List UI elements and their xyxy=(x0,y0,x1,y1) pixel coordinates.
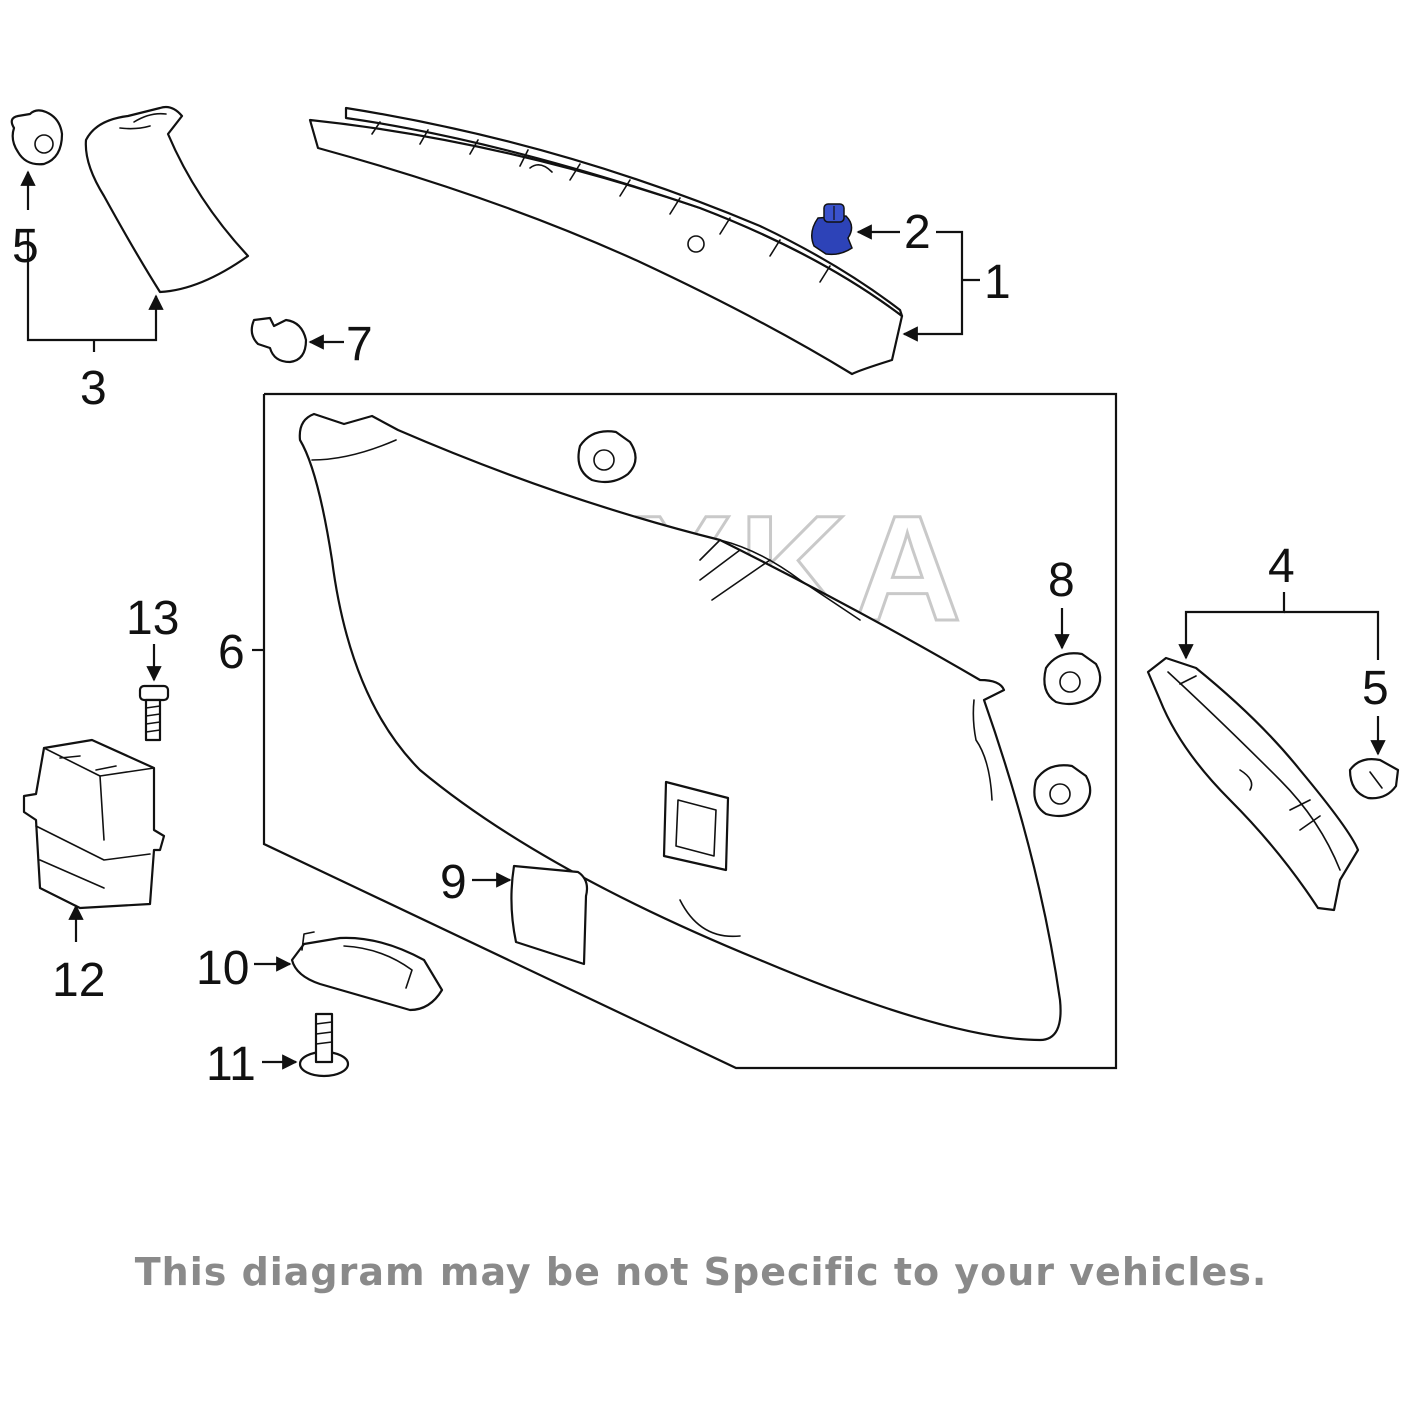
garnish-trim-icon[interactable] xyxy=(308,106,904,376)
callout-4: 4 xyxy=(1268,540,1295,593)
clip-icon[interactable] xyxy=(10,109,64,166)
liftgate-panel-icon[interactable] xyxy=(298,412,1062,1042)
callout-8: 8 xyxy=(1048,554,1075,607)
callout-13: 13 xyxy=(126,592,179,645)
group-frame xyxy=(262,392,1118,1070)
grommet-icon[interactable] xyxy=(577,430,637,484)
cover-icon[interactable] xyxy=(510,864,589,966)
callout-2: 2 xyxy=(904,206,931,259)
callout-6: 6 xyxy=(218,626,245,679)
callout-5-right: 5 xyxy=(1362,662,1389,715)
callout-9: 9 xyxy=(440,856,467,909)
lamp-icon[interactable] xyxy=(290,931,444,1012)
callout-1: 1 xyxy=(984,256,1011,309)
screw-icon[interactable] xyxy=(298,1012,350,1078)
callout-12: 12 xyxy=(52,954,105,1007)
retainer-icon[interactable] xyxy=(250,316,308,364)
callout-3: 3 xyxy=(80,362,107,415)
callout-11: 11 xyxy=(206,1038,256,1091)
callout-5-left: 5 xyxy=(12,220,39,273)
grommet-icon[interactable] xyxy=(1033,764,1092,818)
clip-icon[interactable] xyxy=(1348,758,1400,800)
callout-10: 10 xyxy=(196,942,249,995)
side-trim-icon[interactable] xyxy=(1146,656,1360,912)
push-clip-icon[interactable] xyxy=(811,203,853,256)
switch-icon[interactable] xyxy=(22,738,166,910)
disclaimer-text: This diagram may be not Specific to your… xyxy=(134,1250,1268,1294)
grommet-icon[interactable] xyxy=(1043,652,1102,706)
pillar-trim-icon[interactable] xyxy=(84,105,250,294)
bolt-icon[interactable] xyxy=(138,684,170,742)
callout-7: 7 xyxy=(346,318,373,371)
